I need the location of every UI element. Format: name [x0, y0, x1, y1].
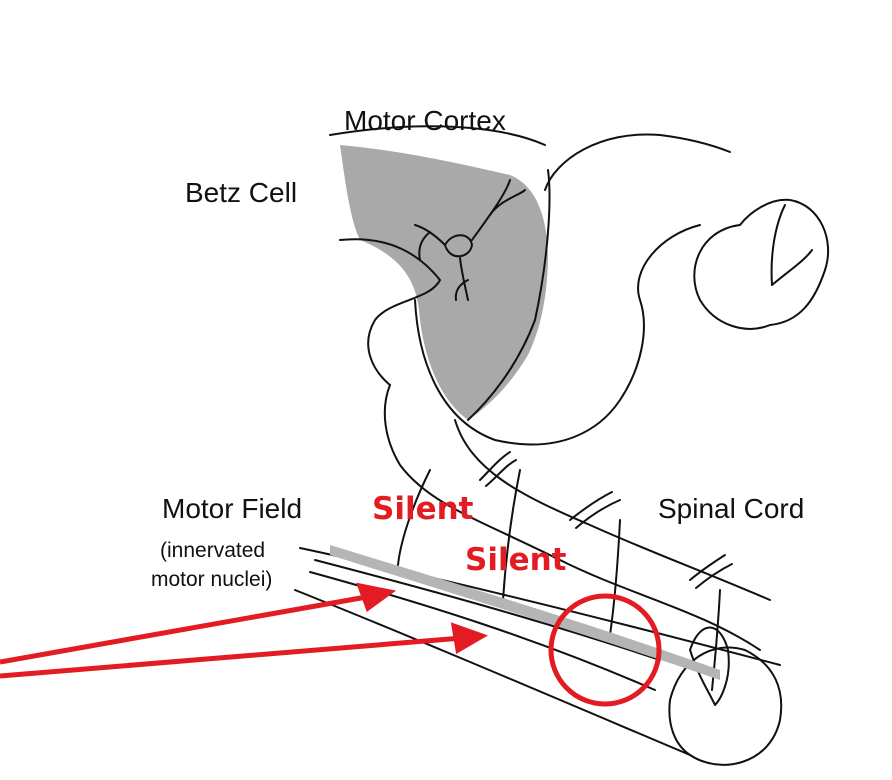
silent-annotation-1: Silent — [372, 491, 474, 527]
betz-cell-label: Betz Cell — [185, 177, 298, 208]
motor-field-label: Motor Field — [162, 493, 303, 524]
fibre-4 — [711, 589, 721, 691]
cortex-surface — [329, 125, 546, 146]
arrow-1-shaft — [0, 593, 373, 665]
innervated-label-line1: (innervated — [160, 539, 266, 562]
spinal-cord-bottom-edge — [294, 589, 691, 756]
white-matter-curve — [339, 238, 441, 386]
arrow-2-shaft — [0, 635, 463, 679]
innervated-label-line2: motor nuclei) — [151, 568, 273, 591]
betz-cell-dendrites — [414, 179, 526, 301]
silent-annotation-2: Silent — [465, 542, 567, 578]
fibre-1 — [397, 469, 431, 566]
arrow-1-head — [356, 582, 397, 612]
tract-descending-left — [383, 384, 761, 651]
internal-capsule-curve — [414, 224, 701, 446]
fibre-spray-2 — [569, 491, 621, 529]
fibre-2 — [502, 469, 521, 601]
brain-outline — [693, 198, 830, 330]
brain-sulcus — [770, 204, 813, 286]
motor-cortex-label: Motor Cortex — [344, 105, 506, 136]
betz-cell-body — [444, 234, 473, 258]
fibre-spray-3 — [689, 554, 733, 589]
motor-nuclei-strip — [330, 545, 720, 680]
tract-descending-right — [454, 419, 771, 601]
spinal-cord-grey-matter — [689, 626, 730, 706]
motor-cortex-shading — [340, 145, 548, 420]
spinal-cord-end-cap — [668, 646, 783, 766]
fibre-3 — [609, 519, 621, 636]
arrow-2-head — [450, 622, 488, 654]
cortex-outer-edge — [467, 169, 551, 421]
fibre-spray-1 — [479, 451, 517, 487]
highlight-circle — [548, 593, 662, 707]
axon-line-1 — [314, 559, 661, 661]
cortex-fold — [544, 133, 731, 191]
spinal-cord-label: Spinal Cord — [658, 493, 805, 524]
